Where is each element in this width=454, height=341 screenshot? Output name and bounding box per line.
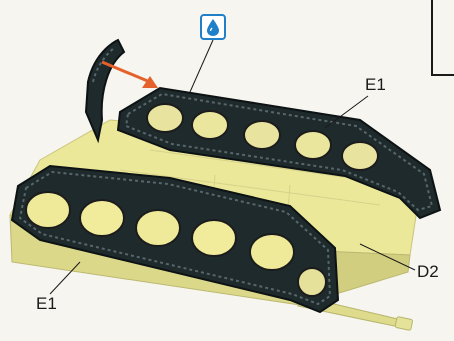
- callout-e1-top: E1: [365, 76, 386, 93]
- callout-e1-bottom: E1: [36, 295, 57, 312]
- attach-arrow: [102, 62, 158, 88]
- glue-drop-icon: [200, 14, 226, 40]
- leader-glue: [190, 40, 213, 92]
- callout-d2: D2: [417, 263, 439, 280]
